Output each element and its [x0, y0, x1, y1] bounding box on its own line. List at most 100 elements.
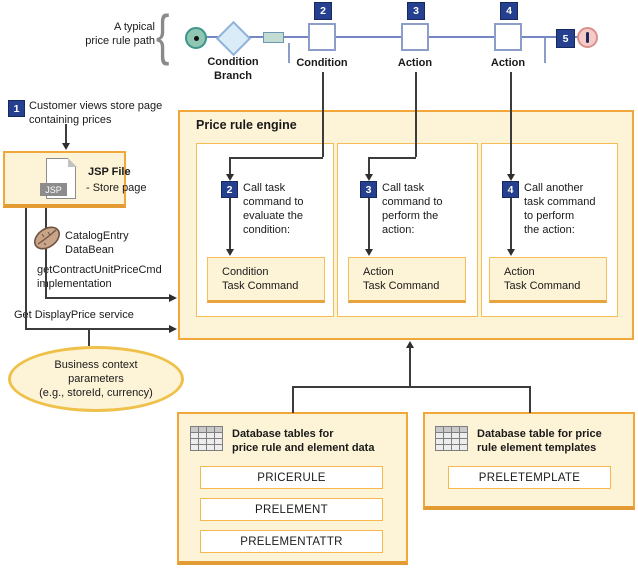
- engine-panel3-line1: Call another: [524, 182, 584, 194]
- brace-icon: {: [156, 3, 170, 66]
- step1-text: Customer views store page containing pri…: [29, 99, 199, 127]
- path-caption-line1: A typical: [114, 21, 155, 33]
- connector-line: [510, 198, 512, 250]
- connector-line: [368, 198, 370, 250]
- step-badge-1: 1: [8, 100, 25, 117]
- condition-branch-label-line2: Branch: [214, 70, 252, 82]
- path-caption-line2: price rule path: [85, 35, 155, 47]
- connector-line: [529, 386, 531, 413]
- engine-panel3-text: Call another task command to perform the…: [524, 181, 620, 237]
- arrowhead-down-icon: [62, 143, 70, 150]
- connector-line: [510, 72, 512, 176]
- db-left-title-line1: Database tables for: [232, 428, 334, 440]
- connector-line: [229, 157, 323, 159]
- display-price-label: Get DisplayPrice service: [14, 309, 134, 321]
- engine-badge-3: 3: [360, 181, 377, 198]
- start-node-icon: [185, 27, 207, 49]
- action-label-2: Action: [490, 57, 526, 69]
- databean-line1: CatalogEntry: [65, 230, 129, 242]
- db-left-title: Database tables for price rule and eleme…: [232, 427, 374, 455]
- connector-line: [292, 386, 530, 388]
- table-icon: [435, 426, 468, 451]
- connector-line: [229, 198, 231, 250]
- engine-badge-4: 4: [502, 181, 519, 198]
- action-node-2: [494, 23, 522, 51]
- db-right-title: Database table for price rule element te…: [477, 427, 602, 455]
- task-line1: Action: [363, 266, 394, 278]
- databean-line2: DataBean: [65, 244, 114, 256]
- arrowhead-down-icon: [226, 174, 234, 181]
- task-line2: Task Command: [363, 280, 440, 292]
- db-table-preletemplate: PRELETEMPLATE: [448, 466, 611, 489]
- task-line1: Action: [504, 266, 535, 278]
- jsp-title: JSP File: [88, 166, 131, 178]
- table-icon: [190, 426, 223, 451]
- task-line2: Task Command: [504, 280, 581, 292]
- path-caption: A typical price rule path: [55, 20, 155, 48]
- databean-icon: [33, 226, 61, 250]
- connector-line: [45, 297, 170, 299]
- engine-title: Price rule engine: [196, 118, 297, 132]
- engine-panel1-line4: condition:: [243, 224, 291, 236]
- action-node-1: [401, 23, 429, 51]
- step1-line1: Customer views store page: [29, 100, 163, 112]
- engine-panel2-text: Call task command to perform the action:: [382, 181, 474, 237]
- jsp-icon-label: JSP: [40, 183, 67, 196]
- connector-line: [88, 329, 90, 346]
- engine-panel1-line2: command to: [243, 196, 304, 208]
- connector-line: [322, 72, 324, 157]
- connector-line: [292, 386, 294, 413]
- path-line: [196, 36, 586, 38]
- arrowhead-down-icon: [365, 249, 373, 256]
- action-label-1: Action: [397, 57, 433, 69]
- condition-branch-label-line1: Condition: [207, 56, 259, 68]
- task-line1: Condition: [222, 266, 269, 278]
- engine-panel2-line4: action:: [382, 224, 415, 236]
- connector-line: [368, 157, 370, 176]
- arrowhead-down-icon: [507, 174, 515, 181]
- connector-line: [45, 207, 47, 298]
- condition-node: [308, 23, 336, 51]
- path-span-tick-left: [288, 43, 290, 63]
- contract-cmd-line1: getContractUnitPriceCmd: [37, 264, 162, 276]
- contract-cmd-label: getContractUnitPriceCmd implementation: [37, 263, 162, 291]
- connector-line: [229, 157, 231, 176]
- start-dot-icon: [193, 35, 199, 41]
- action-task-command-box-1: Action Task Command: [348, 257, 466, 303]
- db-table-pricerule: PRICERULE: [200, 466, 383, 489]
- engine-badge-2: 2: [221, 181, 238, 198]
- end-node-icon: [577, 27, 598, 48]
- db-table-prelementattr: PRELEMENTATTR: [200, 530, 383, 553]
- db-left-title-line2: price rule and element data: [232, 442, 375, 454]
- connector-line: [415, 72, 417, 157]
- connector-line: [25, 207, 27, 329]
- connector-line: [368, 157, 416, 159]
- db-right-title-line1: Database table for price: [477, 428, 602, 440]
- jsp-file-icon: JSP: [40, 157, 77, 199]
- condition-label: Condition: [296, 57, 348, 69]
- step-badge-4: 4: [500, 2, 518, 20]
- engine-panel2-line1: Call task: [382, 182, 425, 194]
- engine-panel1-line3: evaluate the: [243, 210, 303, 222]
- action-task-command-box-2: Action Task Command: [489, 257, 607, 303]
- connector-line: [25, 328, 170, 330]
- condition-branch-label: Condition Branch: [193, 55, 273, 83]
- condition-task-command-box: Condition Task Command: [207, 257, 325, 303]
- connector-line: [65, 124, 67, 144]
- engine-panel2-line3: perform the: [382, 210, 439, 222]
- connector-block-icon: [263, 32, 284, 43]
- engine-panel1-text: Call task command to evaluate the condit…: [243, 181, 335, 237]
- condition-branch-diamond-icon: [215, 20, 252, 57]
- context-line3: (e.g., storeId, currency): [39, 387, 153, 399]
- engine-panel3-line3: to perform: [524, 210, 575, 222]
- task-line2: Task Command: [222, 280, 299, 292]
- page-fold-icon: [67, 157, 77, 167]
- engine-panel3-line2: task command: [524, 196, 596, 208]
- business-context-ellipse: Business context parameters (e.g., store…: [8, 346, 184, 412]
- contract-cmd-line2: implementation: [37, 278, 112, 290]
- arrowhead-right-icon: [169, 294, 177, 302]
- arrowhead-down-icon: [507, 249, 515, 256]
- databean-label: CatalogEntry DataBean: [65, 229, 129, 257]
- step-badge-5: 5: [556, 29, 575, 48]
